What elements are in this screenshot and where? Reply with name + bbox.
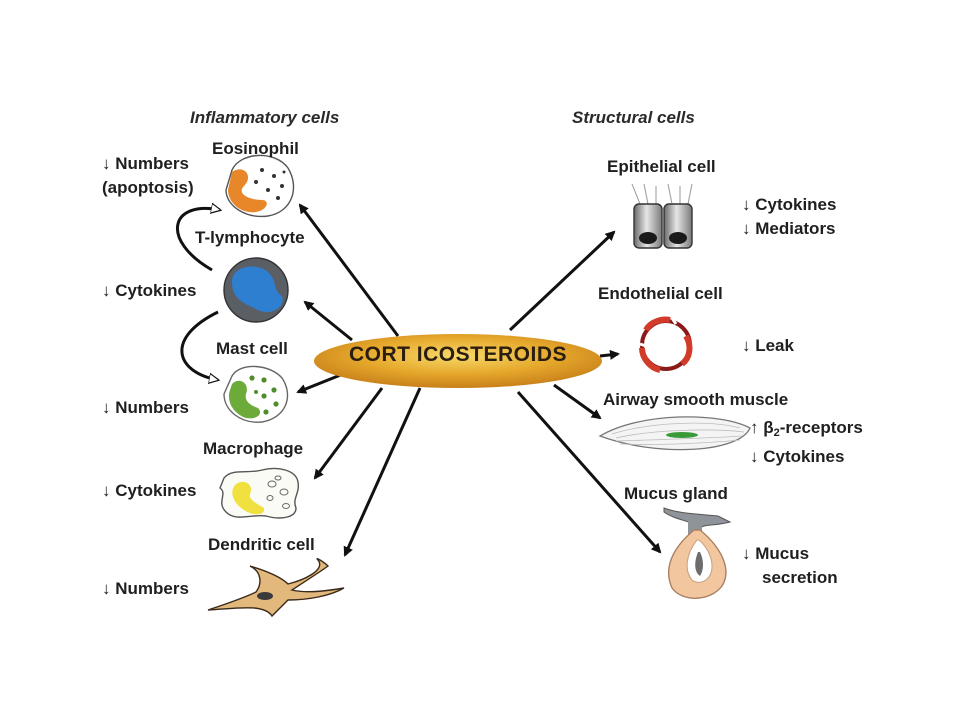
eosinophil-icon: [225, 154, 295, 218]
endothelial-cell-effect: ↓ Leak: [742, 336, 794, 355]
mast-cell-icon: [223, 365, 289, 423]
dendritic-cell-effect: ↓ Numbers: [102, 579, 189, 598]
smooth-muscle-icon: [598, 416, 751, 451]
mucus-gland-icon: [663, 507, 732, 599]
epithelial-cell-icon: [631, 183, 693, 249]
mast-cell-effect: ↓ Numbers: [102, 398, 189, 417]
corticosteroids-label: CORT ICOSTEROIDS: [348, 343, 567, 366]
curved-arrow-to-mast-cell: [180, 310, 218, 380]
macrophage-icon: [219, 467, 300, 519]
smooth-muscle-effect: ↑ β2-receptors ↓ Cytokines: [750, 418, 863, 466]
arrow-to-macrophage: [313, 387, 384, 480]
corticosteroids-ellipse: [314, 334, 602, 388]
structural-cells-header: Structural cells: [572, 108, 695, 127]
arrow-to-mucus-gland: [516, 391, 662, 554]
inflammatory-cells-header: Inflammatory cells: [190, 108, 340, 127]
arrow-to-t-lymphocyte: [303, 300, 353, 342]
macrophage-effect: ↓ Cytokines: [102, 481, 197, 500]
arrow-to-epithelial-cell: [508, 230, 616, 332]
curved-arrow-to-eosinophil: [175, 208, 220, 272]
epithelial-cell-label: Epithelial cell: [607, 157, 716, 176]
epithelial-cell-effect: ↓ Cytokines ↓ Mediators: [742, 195, 837, 238]
arrow-to-endothelial-cell: [599, 349, 620, 360]
endothelial-cell-icon: [639, 316, 693, 373]
dendritic-cell-label: Dendritic cell: [208, 535, 315, 554]
t-lymphocyte-label: T-lymphocyte: [195, 228, 305, 247]
t-lymphocyte-effect: ↓ Cytokines: [102, 281, 197, 300]
mucus-gland-label: Mucus gland: [624, 484, 728, 503]
mast-cell-label: Mast cell: [216, 339, 288, 358]
arrow-to-eosinophil: [298, 203, 400, 337]
eosinophil-label: Eosinophil: [212, 139, 299, 158]
arrow-to-dendritic-cell: [343, 387, 422, 557]
macrophage-label: Macrophage: [203, 439, 304, 458]
endothelial-cell-label: Endothelial cell: [598, 284, 723, 303]
arrow-to-smooth-muscle: [553, 383, 602, 420]
feedback-arrows: [175, 208, 220, 380]
smooth-muscle-label: Airway smooth muscle: [603, 390, 789, 409]
t-lymphocyte-icon: [223, 257, 289, 323]
dendritic-cell-icon: [207, 557, 345, 618]
eosinophil-effect: ↓ Numbers (apoptosis): [102, 154, 194, 197]
mucus-gland-effect: ↓ Mucus secretion: [742, 544, 838, 587]
